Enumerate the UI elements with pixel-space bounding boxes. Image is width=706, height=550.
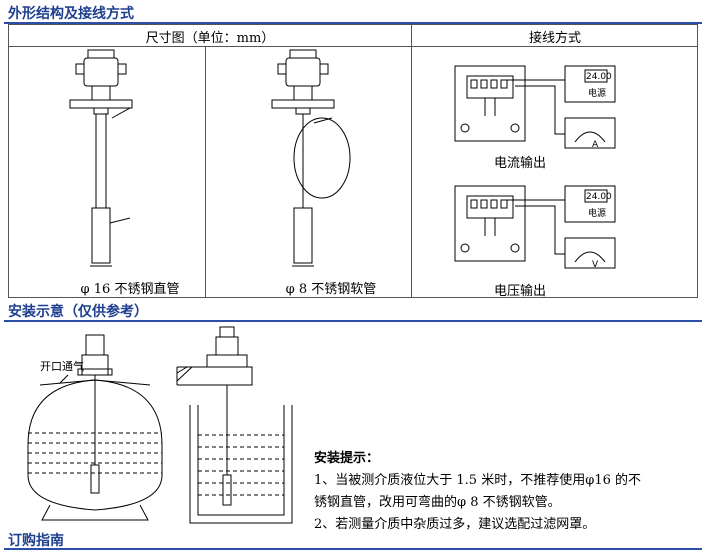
section-title-install: 安装示意（仅供参考） [8, 304, 148, 320]
voltage-caption: 电压输出 [493, 284, 546, 299]
current-wiring-diagram [454, 65, 616, 149]
rigid-probe-drawing [69, 49, 133, 267]
voltmeter-label: V [592, 260, 599, 270]
section-rule [4, 548, 702, 550]
voltage-wiring-diagram [454, 185, 616, 269]
tip-2: 2、若测量介质中杂质过多，建议选配过滤网罩。 [314, 517, 596, 532]
wiring-header: 接线方式 [528, 31, 581, 46]
section-rule [4, 320, 702, 322]
ammeter-label: A [592, 140, 599, 150]
install-tips-title: 安装提示： [314, 451, 380, 466]
structure-table: 尺寸图（单位：mm） 接线方式 [8, 24, 698, 298]
section-title-order: 订购指南 [8, 533, 64, 549]
rigid-caption: φ 16 不锈钢直管 [80, 282, 180, 297]
pit-install-drawing [176, 326, 293, 524]
tank-install-drawing [27, 334, 163, 521]
table-col-divider [411, 25, 412, 297]
table-sub-divider [205, 46, 206, 297]
dimension-header: 尺寸图（单位：mm） [145, 31, 275, 46]
current-caption: 电流输出 [493, 156, 546, 171]
section-title-structure: 外形结构及接线方式 [8, 6, 134, 22]
table-header-rule [9, 46, 697, 47]
tip-1-line-1: 1、当被测介质液位大于 1.5 米时，不推荐使用φ16 的不 [314, 473, 641, 488]
supply-value-current: 24.00 [586, 72, 612, 82]
tip-1-line-2: 锈钢直管，改用可弯曲的φ 8 不锈钢软管。 [314, 495, 561, 510]
supply-label-voltage: 电源 [588, 209, 607, 219]
install-tips: 安装提示： 1、当被测介质液位大于 1.5 米时，不推荐使用φ16 的不 锈钢直… [314, 448, 641, 536]
supply-label-current: 电源 [588, 89, 607, 99]
vent-label: 开口通气 [40, 360, 84, 373]
section-rule [4, 22, 702, 24]
flexible-caption: φ 8 不锈钢软管 [285, 282, 377, 297]
flexible-probe-drawing [271, 49, 351, 267]
supply-value-voltage: 24.00 [586, 192, 612, 202]
